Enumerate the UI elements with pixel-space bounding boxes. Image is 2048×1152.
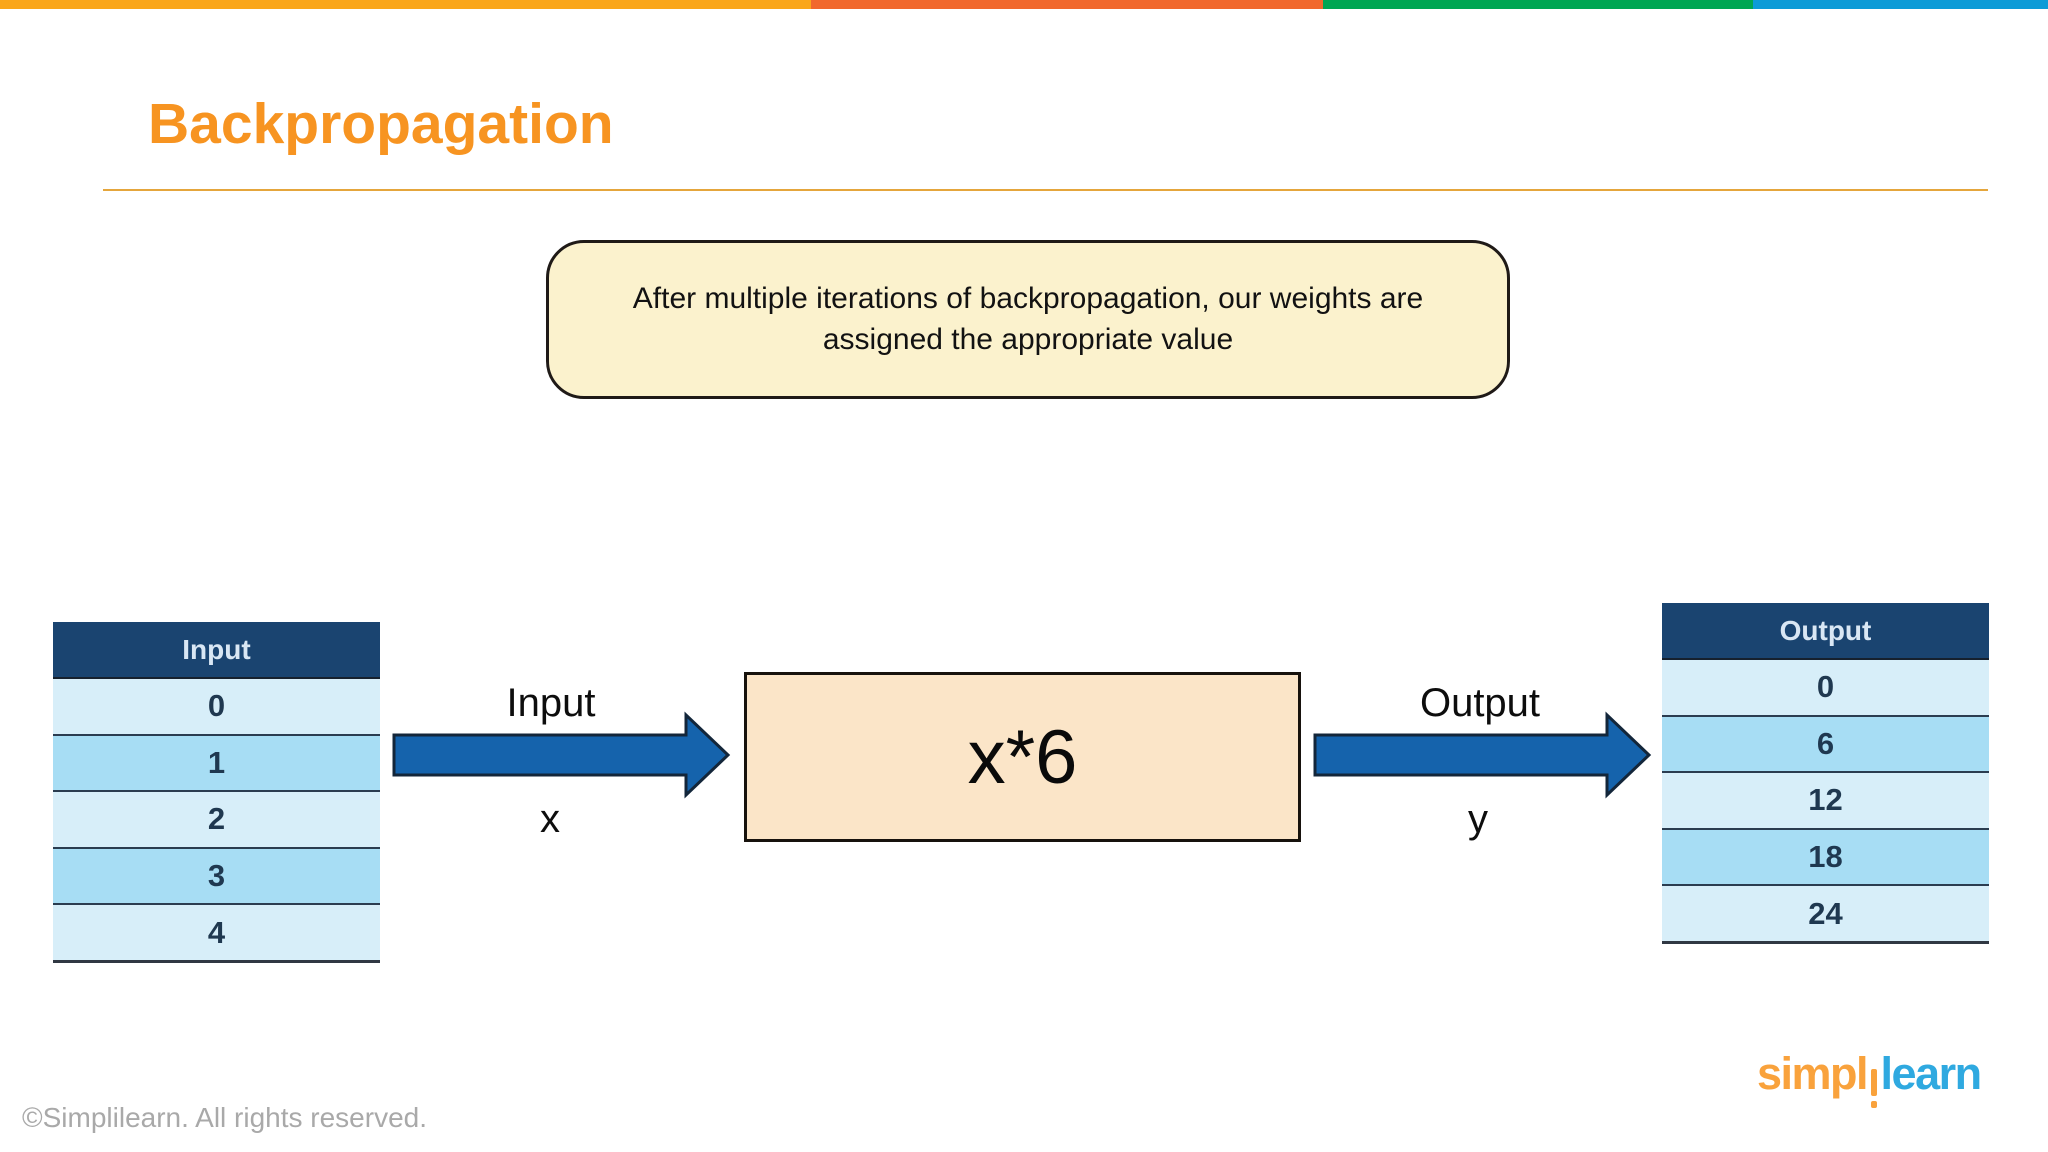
output-arrow-label: Output	[1419, 681, 1541, 725]
cell-value: 18	[1808, 839, 1843, 875]
input-arrow-icon	[392, 711, 731, 799]
cell-value: 6	[1816, 725, 1835, 761]
callout-box: After multiple iterations of backpropaga…	[546, 240, 1510, 399]
logo-text-simpl: simpl	[1757, 1048, 1869, 1099]
output-variable-label: y	[1468, 797, 1488, 841]
table-row: 18	[1662, 829, 1989, 887]
logo-i-dot	[1870, 1101, 1878, 1108]
table-row: 0	[1662, 660, 1989, 717]
input-table: Input 0 1 2 3 4	[53, 622, 380, 963]
output-arrow-icon	[1313, 711, 1652, 799]
cell-value: 3	[207, 858, 226, 894]
top-bar-blue-segment	[1753, 0, 2048, 9]
input-variable-label: x	[540, 797, 560, 841]
cell-value: 1	[207, 744, 226, 780]
callout-line-2: assigned the appropriate value	[822, 322, 1234, 356]
callout-line-1: After multiple iterations of backpropaga…	[632, 282, 1424, 315]
process-box-formula: x*6	[967, 714, 1078, 800]
cell-value: 2	[207, 801, 226, 837]
table-row: 12	[1662, 773, 1989, 830]
cell-value: 24	[1808, 895, 1843, 931]
table-row: 6	[1662, 716, 1989, 774]
table-row: 1	[53, 735, 380, 793]
output-table: Output 0 6 12 18 24	[1662, 603, 1989, 944]
cell-value: 4	[207, 914, 226, 950]
logo-i-stem	[1870, 1069, 1877, 1096]
output-table-header: Output	[1662, 603, 1989, 660]
top-color-bar	[0, 0, 2048, 9]
table-row: 2	[53, 792, 380, 849]
logo-lowered-i-icon	[1870, 1069, 1878, 1108]
table-row: 3	[53, 848, 380, 906]
top-bar-amber-segment	[0, 0, 811, 9]
page-title: Backpropagation	[148, 92, 614, 156]
table-row: 4	[53, 905, 380, 963]
cell-value: 0	[1816, 669, 1835, 705]
simplilearn-logo: simpl learn	[1757, 1048, 1983, 1110]
copyright-text: ©Simplilearn. All rights reserved.	[22, 1102, 428, 1133]
cell-value: 12	[1808, 782, 1843, 818]
process-box: x*6	[744, 672, 1301, 842]
top-bar-green-segment	[1323, 0, 1754, 9]
input-table-header: Input	[53, 622, 380, 679]
title-underline	[103, 189, 1988, 191]
top-bar-orange-segment	[811, 0, 1323, 9]
logo-text-learn: learn	[1880, 1048, 1983, 1099]
cell-value: 0	[207, 688, 226, 724]
table-row: 0	[53, 679, 380, 736]
input-arrow-label: Input	[506, 681, 596, 725]
table-row: 24	[1662, 886, 1989, 944]
